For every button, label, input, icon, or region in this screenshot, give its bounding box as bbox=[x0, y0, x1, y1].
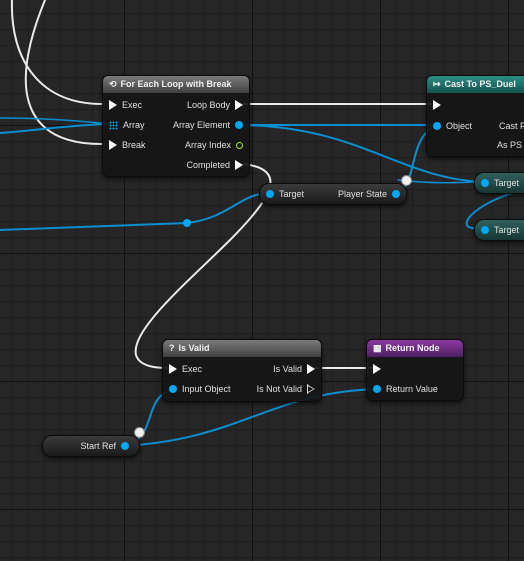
pure-node-marker-icon bbox=[401, 175, 412, 186]
wire-exec-break bbox=[24, 0, 105, 146]
pin-completed-out[interactable]: Completed bbox=[186, 158, 243, 172]
object-pin-icon[interactable] bbox=[392, 190, 400, 198]
return-node-title: Return Node bbox=[385, 343, 440, 353]
is-valid-node[interactable]: ? Is Valid Exec Input Object Is Valid Is… bbox=[162, 339, 322, 402]
target-node-2[interactable]: Target bbox=[474, 219, 524, 241]
return-node[interactable]: ▦ Return Node Return Value bbox=[366, 339, 464, 401]
start-ref-node[interactable]: Start Ref bbox=[42, 427, 145, 457]
pin-array-element-out[interactable]: Array Element bbox=[173, 118, 243, 132]
for-each-loop-header[interactable]: ⟲ For Each Loop with Break bbox=[103, 76, 249, 93]
wire-exec-completed bbox=[134, 163, 272, 369]
pin-target-2[interactable]: Target bbox=[481, 223, 519, 237]
return-node-header[interactable]: ▦ Return Node bbox=[367, 340, 463, 357]
wire-array-in bbox=[0, 123, 111, 134]
integer-pin-icon[interactable] bbox=[236, 141, 243, 149]
exec-hollow-pin-icon[interactable] bbox=[307, 384, 315, 394]
pin-return-exec-in[interactable] bbox=[373, 362, 381, 376]
is-valid-title: Is Valid bbox=[178, 343, 210, 353]
pin-cast-failed-out[interactable]: Cast F bbox=[499, 121, 524, 131]
for-each-loop-title: For Each Loop with Break bbox=[120, 79, 232, 89]
pin-cast-as-out[interactable]: As PS I bbox=[497, 140, 524, 150]
pin-cast-object-in[interactable]: Object bbox=[433, 119, 472, 133]
pin-cast-exec-in[interactable] bbox=[433, 98, 441, 112]
exec-pin-icon[interactable] bbox=[109, 140, 117, 150]
pin-start-ref-out[interactable]: Start Ref bbox=[80, 439, 129, 453]
cast-to-ps-duel-node[interactable]: ↦ Cast To PS_Duel Object Cast F As PS I bbox=[426, 75, 524, 157]
target-node-1[interactable]: Target bbox=[474, 172, 524, 194]
pin-target-1[interactable]: Target bbox=[481, 176, 519, 190]
pin-array-index-out[interactable]: Array Index bbox=[185, 138, 243, 152]
wire-startref-return bbox=[121, 388, 379, 447]
object-pin-icon[interactable] bbox=[266, 190, 274, 198]
pin-player-state-out[interactable]: Player State bbox=[338, 187, 400, 201]
question-icon: ? bbox=[169, 343, 175, 353]
loop-icon: ⟲ bbox=[109, 79, 117, 89]
exec-pin-icon[interactable] bbox=[307, 364, 315, 374]
object-pin-icon[interactable] bbox=[433, 122, 441, 130]
object-pin-icon[interactable] bbox=[169, 385, 177, 393]
pin-input-object-in[interactable]: Input Object bbox=[169, 382, 231, 396]
exec-pin-icon[interactable] bbox=[235, 160, 243, 170]
pin-return-value-in[interactable]: Return Value bbox=[373, 382, 438, 396]
wire-exec-top bbox=[10, 0, 105, 106]
exec-pin-icon[interactable] bbox=[169, 364, 177, 374]
pin-break-in[interactable]: Break bbox=[109, 138, 146, 152]
array-pin-icon[interactable] bbox=[109, 120, 118, 130]
wire-to-playerstate bbox=[0, 192, 271, 231]
exec-pin-icon[interactable] bbox=[373, 364, 381, 374]
is-valid-header[interactable]: ? Is Valid bbox=[163, 340, 321, 357]
cast-title: Cast To PS_Duel bbox=[444, 79, 516, 89]
cast-icon: ↦ bbox=[433, 79, 441, 89]
wire-array-in-2 bbox=[0, 117, 111, 125]
exec-pin-icon[interactable] bbox=[433, 100, 441, 110]
pin-array-in[interactable]: Array bbox=[109, 118, 145, 132]
pin-loop-body-out[interactable]: Loop Body bbox=[187, 98, 243, 112]
player-state-node[interactable]: Target Player State bbox=[259, 175, 412, 205]
object-pin-icon[interactable] bbox=[481, 226, 489, 234]
object-pin-icon[interactable] bbox=[121, 442, 129, 450]
object-pin-icon[interactable] bbox=[235, 121, 243, 129]
pin-is-valid-out[interactable]: Is Valid bbox=[273, 362, 315, 376]
object-pin-icon[interactable] bbox=[373, 385, 381, 393]
pin-player-state-target-in[interactable]: Target bbox=[266, 187, 304, 201]
exec-pin-icon[interactable] bbox=[109, 100, 117, 110]
cast-header[interactable]: ↦ Cast To PS_Duel bbox=[427, 76, 524, 93]
pin-is-not-valid-out[interactable]: Is Not Valid bbox=[257, 382, 315, 396]
pin-exec-in[interactable]: Exec bbox=[109, 98, 142, 112]
for-each-loop-node[interactable]: ⟲ For Each Loop with Break Exec Array Br… bbox=[102, 75, 250, 177]
return-icon: ▦ bbox=[373, 343, 382, 353]
reroute-knot bbox=[183, 219, 191, 227]
pure-node-marker-icon bbox=[134, 427, 145, 438]
object-pin-icon[interactable] bbox=[481, 179, 489, 187]
wire-element-target bbox=[235, 124, 487, 183]
pin-is-valid-exec-in[interactable]: Exec bbox=[169, 362, 202, 376]
exec-pin-icon[interactable] bbox=[235, 100, 243, 110]
